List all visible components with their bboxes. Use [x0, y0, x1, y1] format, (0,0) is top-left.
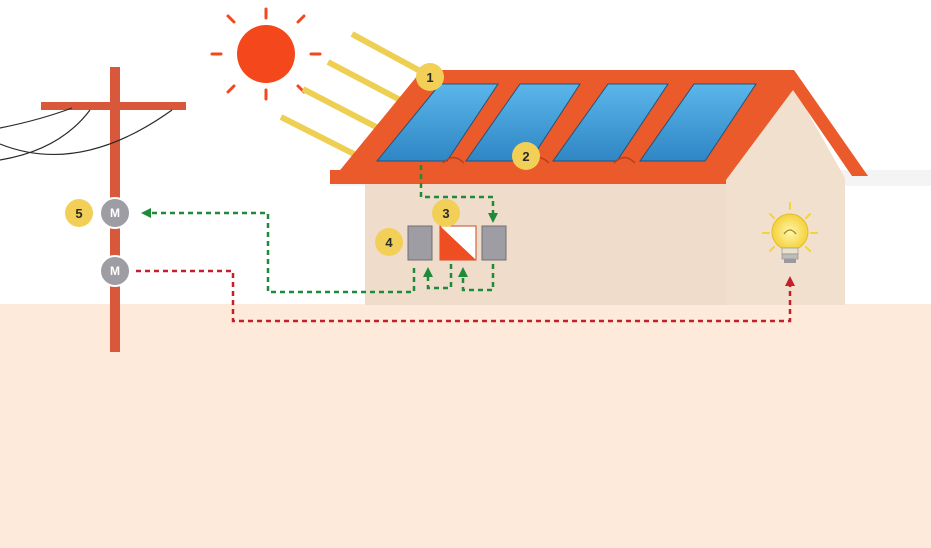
badge-4: 4: [375, 228, 403, 256]
meter-export-label: M: [110, 206, 120, 220]
battery-icon: [408, 226, 432, 260]
meter-import: M: [100, 256, 130, 286]
controller-icon: [482, 226, 506, 260]
sun-icon: [212, 9, 320, 99]
badge-2: 2: [512, 142, 540, 170]
meter-import-label: M: [110, 264, 120, 278]
badge-1-label: 1: [426, 70, 433, 85]
inverter-icon: [440, 226, 476, 260]
badge-2-label: 2: [522, 149, 529, 164]
badge-3-label: 3: [442, 206, 449, 221]
meter-export: M: [100, 198, 130, 228]
ground: [0, 304, 931, 548]
badge-5: 5: [65, 199, 93, 227]
badge-5-label: 5: [75, 206, 82, 221]
device-group: [408, 226, 506, 260]
badge-1: 1: [416, 63, 444, 91]
badge-4-label: 4: [385, 235, 393, 250]
roof-eave: [330, 170, 726, 184]
badge-3: 3: [432, 199, 460, 227]
